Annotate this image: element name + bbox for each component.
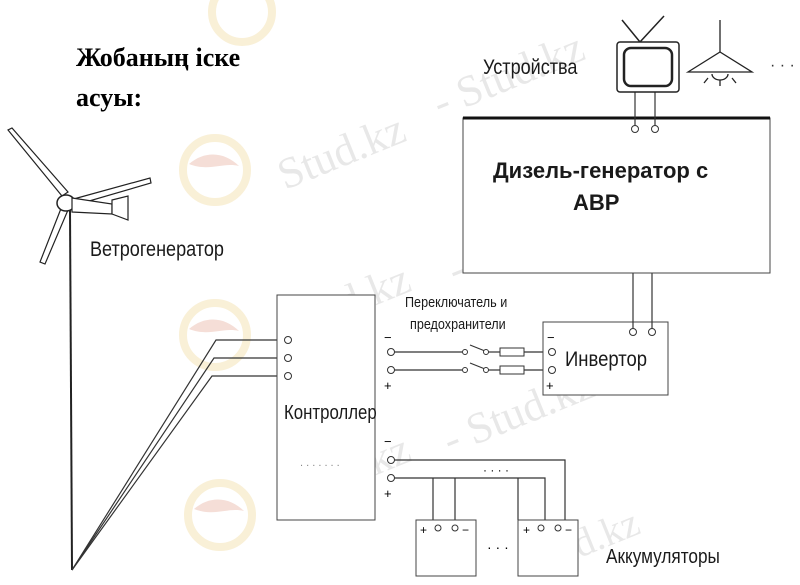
switch-fuse-label-line2: предохранители bbox=[410, 316, 506, 333]
battery-wire-ellipsis: · · · · bbox=[483, 463, 509, 477]
page-heading-line1: Жобаның іске bbox=[76, 43, 241, 72]
switch-fuse-label-line1: Переключатель и bbox=[405, 294, 508, 311]
turbine-cables bbox=[71, 339, 285, 571]
controller-batt-plus: + bbox=[384, 486, 392, 501]
battery2-minus: − bbox=[565, 523, 572, 537]
battery1-minus: − bbox=[462, 523, 469, 537]
batteries-label: Аккумуляторы bbox=[606, 546, 720, 568]
diesel-generator-label-line2: АВР bbox=[573, 190, 620, 215]
inverter-plus: + bbox=[546, 378, 554, 393]
lamp-icon bbox=[685, 20, 755, 86]
fuse-icon bbox=[499, 347, 525, 357]
devices-label: Устройства bbox=[483, 56, 578, 79]
battery-box bbox=[415, 519, 477, 577]
battery2-plus: + bbox=[523, 523, 530, 537]
controller-label: Контроллер bbox=[284, 402, 377, 424]
fuse-icon bbox=[499, 365, 525, 375]
watermark-text: Stud.kz bbox=[270, 104, 412, 199]
tv-icon bbox=[616, 15, 680, 93]
watermark-logo bbox=[184, 479, 256, 551]
devices-ellipsis: · · · bbox=[770, 57, 795, 74]
wind-turbine-icon bbox=[7, 127, 152, 571]
page-heading: Жобаның іске асуы: bbox=[76, 38, 296, 118]
page-heading-line2: асуы: bbox=[76, 83, 143, 112]
controller-battery-terminals bbox=[387, 456, 395, 482]
inverter-label: Инвертор bbox=[565, 348, 648, 371]
controller-batt-minus: − bbox=[384, 434, 392, 449]
controller-out-minus: − bbox=[384, 330, 392, 345]
controller-box bbox=[276, 294, 376, 521]
inverter-box bbox=[542, 321, 669, 396]
battery-wires bbox=[394, 459, 566, 520]
battery-box bbox=[517, 519, 579, 577]
battery-terminals bbox=[434, 524, 562, 532]
diesel-generator-label-line1: Дизель-генератор с bbox=[493, 158, 709, 183]
watermark-logo bbox=[179, 134, 251, 206]
wind-generator-label: Ветрогенератор bbox=[90, 238, 224, 261]
battery1-plus: + bbox=[420, 523, 427, 537]
controller-input-terminals bbox=[284, 336, 292, 380]
battery-ellipsis: · · · bbox=[487, 539, 509, 555]
controller-out-plus: + bbox=[384, 378, 392, 393]
diesel-generator-box bbox=[462, 117, 771, 274]
controller-dots: . . . . . . . bbox=[300, 457, 340, 469]
inverter-feed-wires bbox=[393, 344, 550, 371]
generator-device-wires bbox=[634, 92, 656, 126]
inverter-minus: − bbox=[547, 330, 555, 345]
switch-fuse-components bbox=[462, 347, 525, 375]
watermark-logo bbox=[208, 0, 276, 46]
controller-output-terminals bbox=[387, 348, 395, 374]
watermark-logo bbox=[179, 299, 251, 371]
